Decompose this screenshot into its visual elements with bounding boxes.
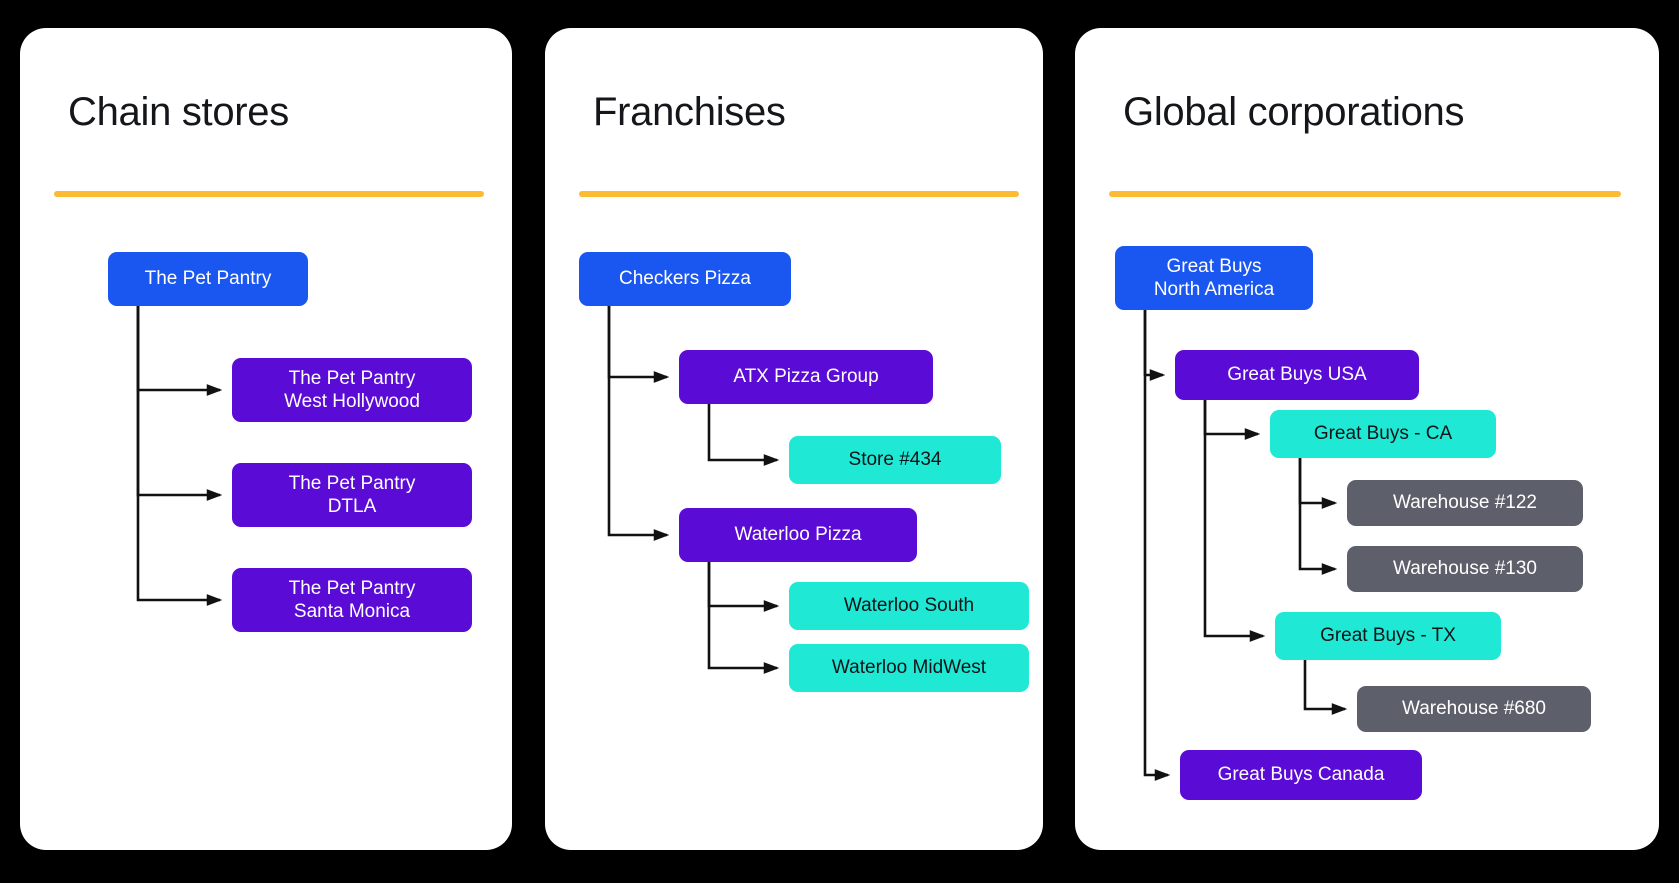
edge-g2-to-g3: [1298, 458, 1338, 509]
edge-layer-chain-stores: [136, 306, 223, 606]
edge-f0-to-f3: [607, 306, 670, 541]
node-global-corporations-g6[interactable]: Warehouse #680: [1357, 686, 1591, 732]
node-chain-stores-n2[interactable]: The Pet Pantry DTLA: [232, 463, 472, 527]
panel-title-chain-stores: Chain stores: [68, 90, 289, 134]
panel-divider-chain-stores: [54, 191, 484, 197]
node-chain-stores-n1[interactable]: The Pet Pantry West Hollywood: [232, 358, 472, 422]
edge-n0-to-n3: [136, 306, 223, 606]
node-chain-stores-n0[interactable]: The Pet Pantry: [108, 252, 308, 306]
edge-g2-to-g4: [1298, 458, 1338, 575]
edge-f0-to-f1: [607, 306, 670, 383]
node-global-corporations-g5[interactable]: Great Buys - TX: [1275, 612, 1501, 660]
node-chain-stores-n3[interactable]: The Pet Pantry Santa Monica: [232, 568, 472, 632]
node-franchises-f2[interactable]: Store #434: [789, 436, 1001, 484]
node-franchises-f4[interactable]: Waterloo South: [789, 582, 1029, 630]
edge-g0-to-g7: [1143, 310, 1171, 781]
edge-f3-to-f5: [707, 562, 780, 674]
node-global-corporations-g4[interactable]: Warehouse #130: [1347, 546, 1583, 592]
node-global-corporations-g0[interactable]: Great Buys North America: [1115, 246, 1313, 310]
edge-f1-to-f2: [707, 404, 780, 466]
edge-g0-to-g1: [1143, 310, 1166, 381]
panel-divider-global-corporations: [1109, 191, 1621, 197]
node-franchises-f5[interactable]: Waterloo MidWest: [789, 644, 1029, 692]
edge-g5-to-g6: [1303, 660, 1348, 715]
edge-f3-to-f4: [707, 562, 780, 612]
panel-title-global-corporations: Global corporations: [1123, 90, 1465, 134]
node-global-corporations-g1[interactable]: Great Buys USA: [1175, 350, 1419, 400]
edge-n0-to-n1: [136, 306, 223, 396]
panel-title-franchises: Franchises: [593, 90, 786, 134]
node-franchises-f0[interactable]: Checkers Pizza: [579, 252, 791, 306]
node-franchises-f1[interactable]: ATX Pizza Group: [679, 350, 933, 404]
node-franchises-f3[interactable]: Waterloo Pizza: [679, 508, 917, 562]
node-global-corporations-g7[interactable]: Great Buys Canada: [1180, 750, 1422, 800]
node-global-corporations-g3[interactable]: Warehouse #122: [1347, 480, 1583, 526]
panel-divider-franchises: [579, 191, 1019, 197]
edge-n0-to-n2: [136, 306, 223, 501]
node-global-corporations-g2[interactable]: Great Buys - CA: [1270, 410, 1496, 458]
edge-g1-to-g5: [1203, 400, 1266, 642]
edge-g1-to-g2: [1203, 400, 1261, 440]
